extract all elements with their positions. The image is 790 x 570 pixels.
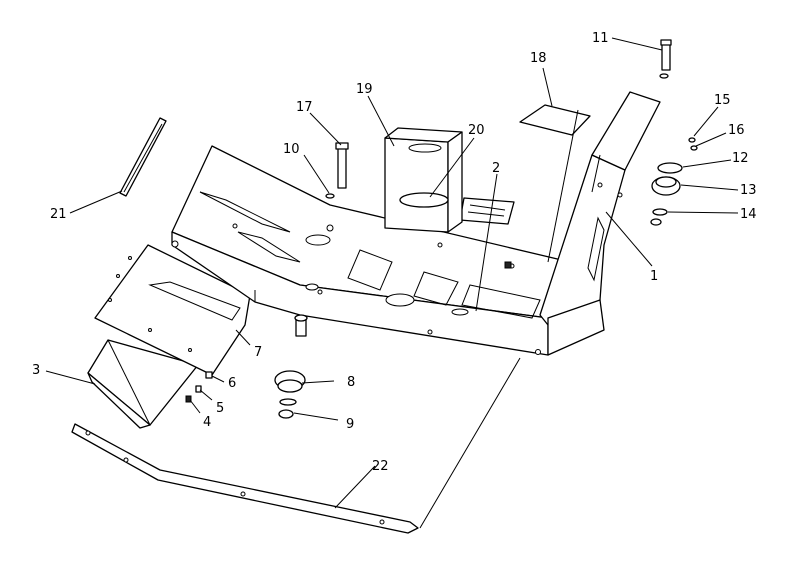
callout-11: 11	[592, 31, 609, 46]
callout-6: 6	[228, 376, 236, 391]
callout-7: 7	[254, 345, 262, 360]
callout-21: 21	[50, 207, 67, 222]
part-mount-8	[274, 314, 308, 393]
callout-17: 17	[296, 100, 313, 115]
part-pad	[519, 104, 591, 136]
part-bolt-17	[335, 142, 349, 189]
callout-14: 14	[740, 207, 757, 222]
callout-9: 9	[346, 417, 354, 432]
part-fastener-5	[195, 385, 202, 393]
part-disc	[399, 192, 449, 208]
part-mount-13	[651, 176, 681, 196]
part-box	[384, 127, 463, 233]
callout-8: 8	[347, 375, 355, 390]
callout-16: 16	[728, 123, 745, 138]
part-washer-14	[650, 208, 668, 226]
callout-2: 2	[492, 161, 500, 176]
callout-3: 3	[32, 363, 40, 378]
callout-19: 19	[356, 82, 373, 97]
part-mount-12	[657, 162, 683, 174]
part-washer-10	[325, 193, 335, 199]
part-nut-16	[690, 145, 698, 151]
part-fastener-6	[205, 371, 213, 379]
part-hopper	[87, 339, 199, 429]
callout-4: 4	[203, 415, 211, 430]
part-bolt-11	[659, 39, 672, 79]
callout-20: 20	[468, 123, 485, 138]
part-slanted-strip	[119, 117, 167, 197]
part-plate	[94, 244, 251, 376]
part-main-chassis	[171, 91, 661, 356]
part-fastener-4	[185, 395, 192, 403]
leader-lines	[45, 37, 739, 529]
part-bottom-bar	[71, 423, 419, 534]
part-small-plate	[459, 197, 515, 225]
callout-15: 15	[714, 93, 731, 108]
callout-1: 1	[650, 269, 658, 284]
callout-10: 10	[283, 142, 300, 157]
part-nut-9	[278, 398, 297, 419]
part-washer-15	[688, 137, 696, 143]
callout-5: 5	[216, 401, 224, 416]
callout-18: 18	[530, 51, 547, 66]
callout-22: 22	[372, 459, 389, 474]
callout-12: 12	[732, 151, 749, 166]
callout-13: 13	[740, 183, 757, 198]
callout-labels: 1 2 3 4 5 6 7 8 9 10 11 12 13 14 15 16 1…	[32, 31, 757, 474]
